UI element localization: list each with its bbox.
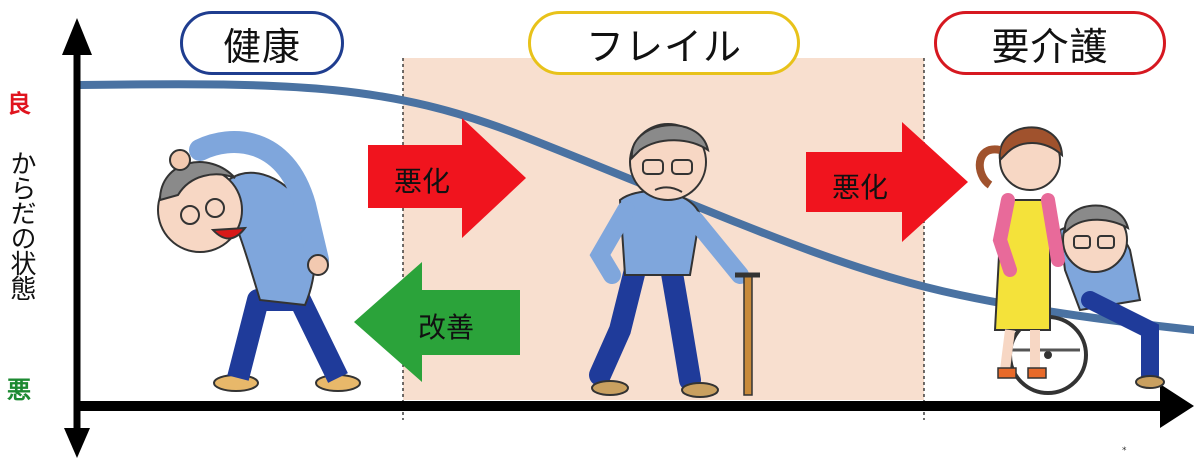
y-axis-title: からだの状態 <box>6 150 36 300</box>
credit-mark: * <box>1122 446 1127 456</box>
stage-label-frail-text: フレイル <box>585 24 742 69</box>
improve-arrow <box>354 262 520 382</box>
stage-label-healthy: 健康 <box>180 11 344 75</box>
stage-label-care-text: 要介護 <box>991 24 1109 69</box>
y-axis-arrow-down <box>64 428 90 458</box>
healthy-person-illustration <box>157 131 361 392</box>
worsen-arrow-1 <box>368 118 526 238</box>
care-illustration <box>975 126 1165 395</box>
worsen-label-1: 悪化 <box>394 165 451 198</box>
frail-person-illustration <box>589 123 760 398</box>
x-axis-arrow <box>1160 384 1194 428</box>
improve-label: 改善 <box>418 311 475 344</box>
worsen-label-2: 悪化 <box>832 171 889 204</box>
y-axis-bottom-label: 悪 <box>7 376 31 404</box>
y-axis-top-label: 良 <box>7 90 31 118</box>
stage-label-healthy-text: 健康 <box>222 24 301 69</box>
stage-label-frail: フレイル <box>528 11 800 75</box>
stage-label-care: 要介護 <box>934 11 1166 75</box>
y-axis-arrow-up <box>62 18 92 55</box>
worsen-arrow-2 <box>806 122 968 242</box>
